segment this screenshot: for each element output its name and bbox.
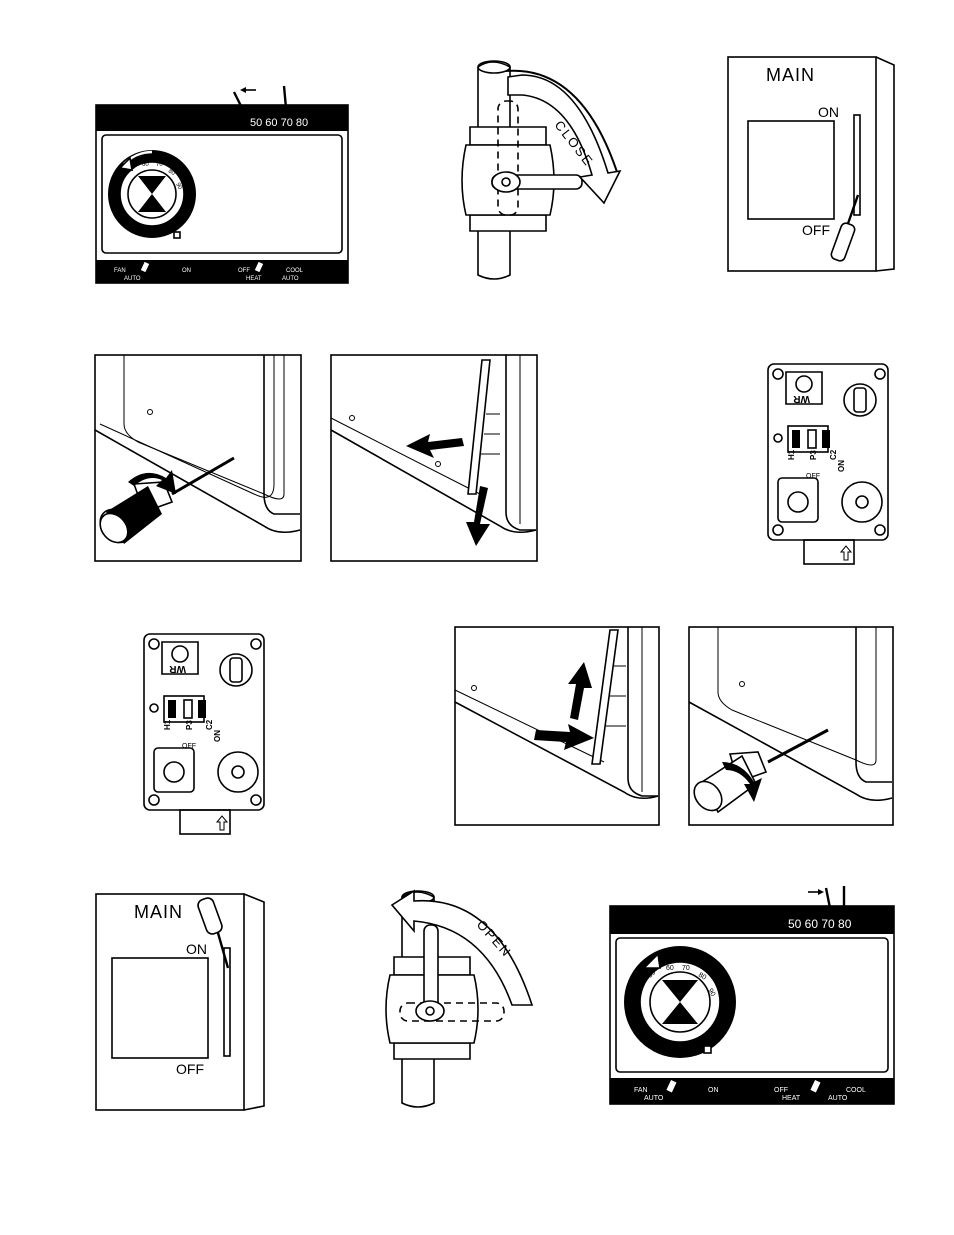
arrow-right-icon: [818, 889, 824, 895]
svg-text:60: 60: [142, 162, 149, 168]
gas-valve-close-illustration: CLOSE: [462, 55, 626, 285]
panel-install-illustration: [454, 626, 660, 826]
switch-handle: [830, 222, 856, 262]
svg-text:ON: ON: [186, 941, 207, 957]
svg-text:FAN: FAN: [114, 268, 126, 274]
svg-text:ON: ON: [708, 1087, 719, 1094]
arrow-up-icon: [841, 546, 851, 560]
main-switch-on-illustration: MAIN ON OFF: [94, 888, 270, 1116]
svg-text:HEAT: HEAT: [782, 1095, 801, 1102]
screwdriver-tighten-panel: [688, 626, 894, 826]
panel-removal-panel: [330, 354, 538, 562]
svg-text:AUTO: AUTO: [282, 276, 299, 282]
svg-text:AUTO: AUTO: [828, 1095, 848, 1102]
svg-text:AUTO: AUTO: [124, 276, 141, 282]
svg-text:ON: ON: [837, 460, 846, 472]
arrow-up-icon: [217, 816, 227, 830]
svg-text:WR: WR: [793, 393, 810, 404]
thermostat-top-illustration: 50 60 70 80 50 60 70 80 90 FAN AUTO ON O…: [94, 80, 350, 285]
panel-removal-illustration: [330, 354, 538, 562]
svg-text:OFF: OFF: [238, 268, 250, 274]
control-board-illustration-1: WR H1 P3 C2 ON OFF: [764, 360, 894, 570]
svg-text:H1: H1: [163, 719, 172, 730]
svg-text:AUTO: AUTO: [644, 1095, 664, 1102]
svg-text:60: 60: [666, 965, 674, 972]
svg-text:70: 70: [156, 162, 163, 168]
gas-valve-open-illustration: OPEN: [386, 885, 550, 1113]
svg-text:ON: ON: [182, 268, 191, 274]
thermostat-scale: 50 60 70 80: [250, 117, 308, 129]
svg-text:HEAT: HEAT: [246, 276, 262, 282]
svg-text:OFF: OFF: [806, 473, 820, 480]
arrow-left-icon: [240, 87, 246, 93]
svg-text:WR: WR: [169, 663, 186, 674]
svg-text:P3: P3: [809, 450, 818, 460]
svg-text:70: 70: [682, 965, 690, 972]
gas-valve-close-panel: CLOSE: [462, 55, 626, 285]
arrow-up-icon: [568, 662, 592, 720]
svg-text:COOL: COOL: [846, 1087, 866, 1094]
svg-text:OFF: OFF: [182, 743, 196, 750]
control-board-illustration-2: WR H1 P3 C2 ON OFF: [138, 630, 272, 840]
screwdriver-tighten-illustration: [688, 626, 894, 826]
svg-text:P3: P3: [185, 720, 194, 730]
svg-text:ON: ON: [818, 104, 839, 120]
thermostat-top-panel: 50 60 70 80 50 60 70 80 90 FAN AUTO ON O…: [94, 80, 350, 285]
main-switch-title: MAIN: [766, 65, 815, 85]
main-switch-on-panel: MAIN ON OFF: [94, 888, 270, 1116]
arrow-left-icon: [406, 434, 464, 458]
svg-text:ON: ON: [213, 730, 222, 742]
svg-text:OFF: OFF: [176, 1061, 204, 1077]
panel-install-panel: [454, 626, 660, 826]
svg-text:H1: H1: [787, 449, 796, 460]
main-switch-off-panel: MAIN ON OFF: [726, 55, 898, 277]
svg-text:COOL: COOL: [286, 268, 304, 274]
svg-text:OFF: OFF: [774, 1087, 788, 1094]
thermostat-bottom-illustration: 50 60 70 80 50 60 70 80 90 FAN AUTO ON O…: [608, 882, 896, 1106]
svg-text:C2: C2: [829, 449, 838, 460]
svg-text:OFF: OFF: [802, 222, 830, 238]
arrow-down-icon: [466, 486, 490, 546]
control-board-panel-1: WR H1 P3 C2 ON OFF: [764, 360, 894, 570]
control-board-panel-2: WR H1 P3 C2 ON OFF: [138, 630, 272, 840]
main-switch-off-illustration: MAIN ON OFF: [726, 55, 898, 277]
arrow-right-icon: [534, 724, 594, 750]
svg-text:FAN: FAN: [634, 1087, 648, 1094]
screwdriver-loosen-illustration: [94, 354, 302, 562]
gas-valve-open-panel: OPEN: [386, 885, 550, 1113]
thermostat-scale: 50 60 70 80: [788, 917, 852, 931]
switch-handle: [196, 896, 223, 935]
svg-text:C2: C2: [205, 719, 214, 730]
screwdriver-loosen-panel: [94, 354, 302, 562]
main-switch-title: MAIN: [134, 902, 183, 922]
thermostat-bottom-panel: 50 60 70 80 50 60 70 80 90 FAN AUTO ON O…: [608, 882, 896, 1106]
